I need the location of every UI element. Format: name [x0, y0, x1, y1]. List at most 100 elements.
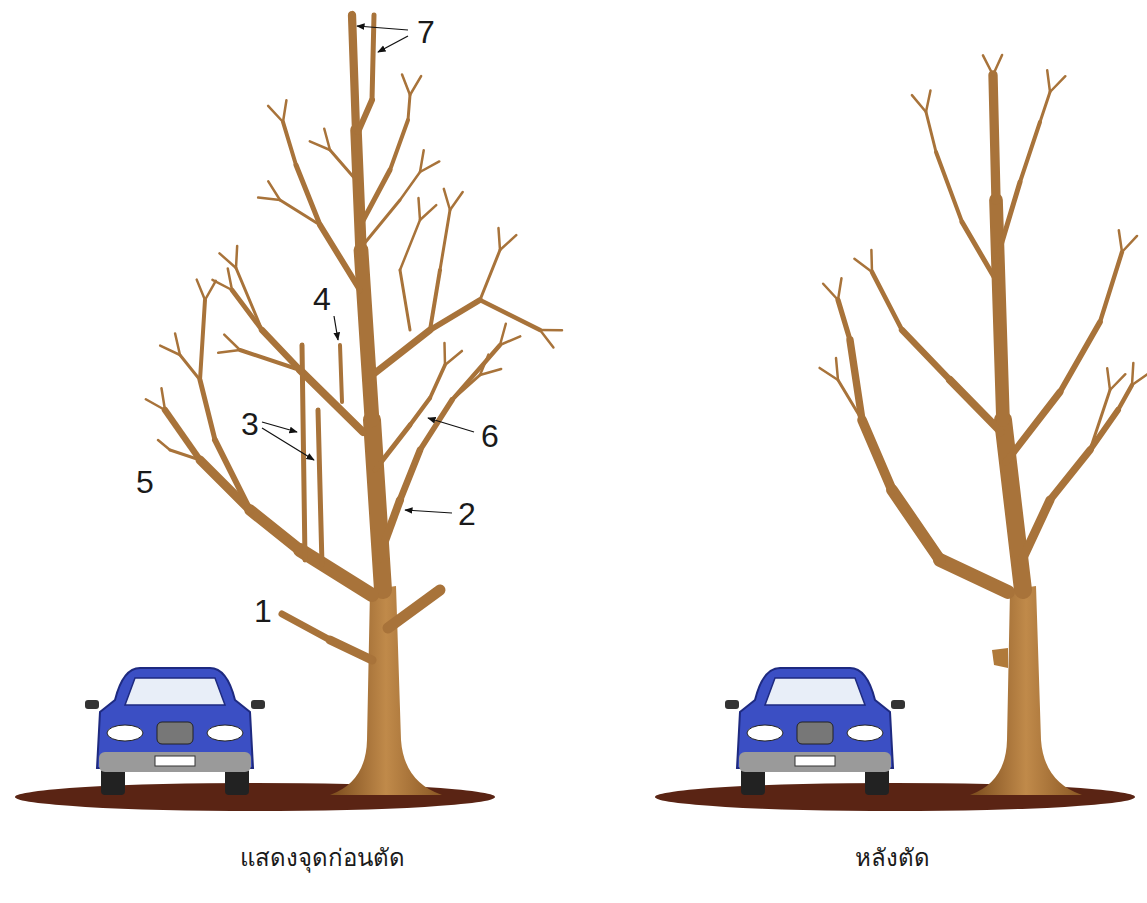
twig [410, 76, 421, 95]
mirror [891, 700, 905, 709]
branch [320, 225, 360, 290]
branch [359, 200, 400, 250]
twig [1119, 230, 1122, 252]
branch [282, 614, 330, 640]
cars [85, 668, 905, 795]
ground [15, 783, 1135, 811]
leader-arrow [262, 428, 314, 460]
twig [444, 189, 450, 210]
twig [224, 335, 240, 350]
branch [862, 420, 892, 490]
leader-arrow [378, 36, 408, 52]
branch [962, 222, 997, 282]
branch [440, 210, 450, 270]
branch [236, 268, 262, 330]
branch [390, 120, 408, 170]
branch [165, 410, 200, 460]
callout-number: 6 [481, 419, 499, 454]
twig [324, 129, 330, 150]
twig [1050, 76, 1065, 92]
twig [443, 343, 446, 365]
twig [1132, 372, 1147, 385]
twig [983, 55, 993, 75]
leader-lines [262, 26, 474, 513]
branch [250, 510, 300, 550]
branch [200, 460, 250, 510]
branch [410, 398, 430, 425]
twig [175, 334, 180, 355]
twig [445, 351, 462, 365]
leader-arrow [357, 26, 408, 30]
branch [926, 112, 936, 152]
headlight [107, 725, 143, 741]
branch [940, 560, 1008, 592]
caption: แสดงจุดก่อนตัด [240, 845, 405, 871]
branch [330, 640, 372, 660]
callout-number: 5 [136, 465, 154, 500]
branch [996, 182, 1020, 262]
branch [375, 425, 410, 470]
twig [1047, 70, 1050, 92]
branch [1040, 92, 1050, 122]
twig [540, 330, 553, 347]
branch [400, 220, 420, 270]
branch [480, 300, 540, 330]
windshield [765, 678, 865, 705]
branch [300, 370, 363, 432]
twig [500, 336, 520, 345]
branch [1050, 450, 1090, 500]
branch [400, 450, 420, 500]
callout-number: 4 [313, 282, 331, 317]
twig [1132, 363, 1133, 385]
twig [450, 192, 463, 210]
branch [400, 172, 420, 200]
headlight [847, 725, 883, 741]
twig [205, 281, 216, 300]
mirror [85, 700, 99, 709]
twig [258, 198, 280, 200]
twig [820, 368, 838, 380]
twig [268, 181, 280, 200]
leader-arrow [405, 510, 452, 513]
headlight [747, 725, 783, 741]
branch [1090, 410, 1118, 450]
twig [418, 198, 420, 220]
mirror [251, 700, 265, 709]
branch [902, 330, 950, 380]
bumper [99, 752, 251, 772]
trunk [970, 586, 1082, 795]
branch [996, 200, 1003, 420]
branch [200, 300, 205, 380]
callout-number: 1 [254, 594, 272, 629]
branch [280, 200, 320, 225]
branch [430, 270, 440, 330]
branch [318, 410, 322, 565]
branch [1060, 322, 1100, 392]
twig [1110, 374, 1125, 390]
branch [358, 170, 390, 230]
branch [872, 272, 902, 330]
caption: หลังตัด [855, 845, 930, 871]
grille [797, 722, 833, 744]
plate [155, 756, 195, 766]
pruned-stub [992, 648, 1008, 668]
branch [950, 380, 1001, 432]
branch [330, 150, 356, 180]
plate [795, 756, 835, 766]
branch [430, 365, 445, 398]
branch [180, 355, 200, 380]
twig [228, 268, 232, 290]
twig [926, 90, 930, 112]
twig [498, 228, 500, 250]
branch [1006, 392, 1060, 462]
branch [340, 345, 342, 402]
branch [1020, 122, 1040, 182]
branch [1100, 252, 1122, 322]
branch [1118, 385, 1132, 410]
twig [540, 329, 562, 332]
branch [1022, 500, 1050, 560]
branch [388, 590, 440, 628]
branch [1090, 390, 1110, 450]
twig [480, 369, 501, 375]
twig [220, 253, 236, 268]
